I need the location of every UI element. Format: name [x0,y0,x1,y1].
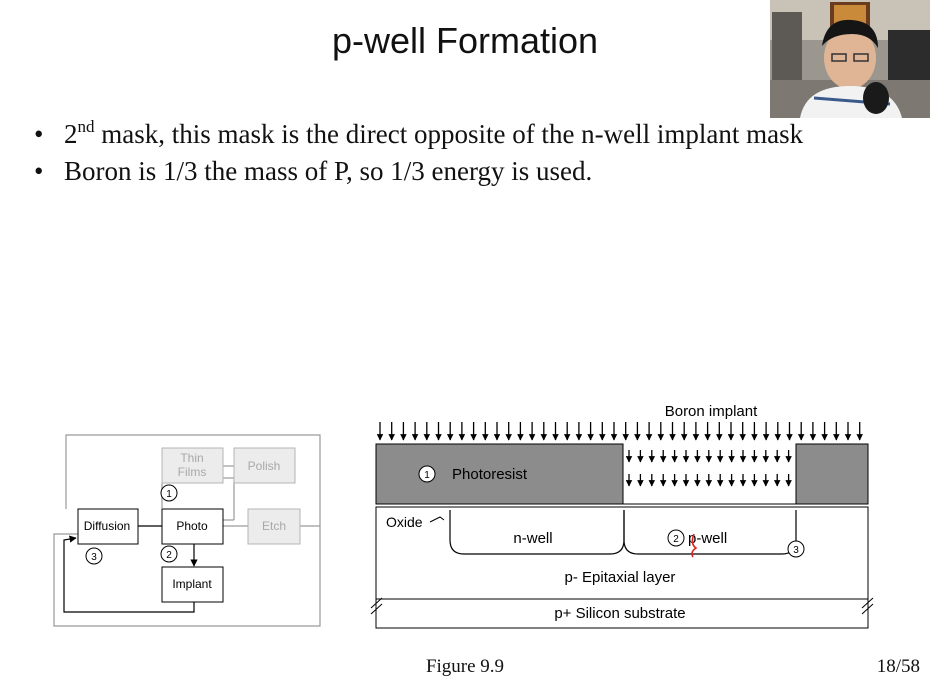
boron-implant-label: Boron implant [665,403,758,420]
section-marker-1: 1 [424,470,430,481]
polish-label: Polish [248,459,281,473]
page-number: 18/58 [876,656,920,677]
p-well-label: p-well [688,530,727,547]
substrate-label: p+ Silicon substrate [554,605,685,622]
red-annotation [691,533,698,558]
bullet-item: 2nd mask, this mask is the direct opposi… [34,116,803,153]
bullet-item: Boron is 1/3 the mass of P, so 1/3 energ… [34,153,803,190]
process-flow-diagram: Thin Films Polish Diffusion Photo Etch I… [53,434,321,627]
bullet-text: mask, this mask is the direct opposite o… [94,119,804,149]
etch-label: Etch [262,519,286,533]
wafer-cross-section: Boron implant Photoresist 1 Oxide n-well… [370,403,874,629]
photoresist-label: Photoresist [452,466,528,483]
section-marker-3: 3 [793,545,799,556]
figure-caption: Figure 9.9 [425,656,505,677]
thin-films-box [161,447,224,484]
section-marker-2: 2 [673,534,679,545]
n-well-label: n-well [513,530,552,547]
flow-marker-3: 3 [91,552,97,563]
etch-box [247,508,301,545]
implant-box [161,566,224,603]
photo-label: Photo [176,519,208,533]
epitaxial-label: p- Epitaxial layer [565,569,676,586]
implant-label: Implant [172,577,212,591]
thin-films-label-2: Films [178,465,207,479]
diffusion-label: Diffusion [84,519,130,533]
flow-marker-1: 1 [166,489,172,500]
active-loop [63,525,198,613]
thin-films-label-1: Thin [180,451,203,465]
substrate-layer [375,598,869,629]
polish-box [233,447,296,484]
bullet-superscript: nd [77,117,95,136]
n-well-region [449,510,625,555]
slide-title: p-well Formation [331,20,599,61]
loop-lines [53,434,321,627]
oxide-label: Oxide [386,514,423,530]
presenter-image [770,0,930,118]
photoresist-left [375,443,624,505]
flow-marker-2: 2 [166,550,172,561]
diffusion-box [77,508,139,545]
presenter-webcam [770,0,930,118]
bullet-text: Boron is 1/3 the mass of P, so 1/3 energ… [64,156,593,186]
photoresist-right [795,443,869,505]
bullet-ordinal: 2 [64,119,78,149]
bullet-list: 2nd mask, this mask is the direct opposi… [34,116,803,190]
photo-box [161,508,224,545]
